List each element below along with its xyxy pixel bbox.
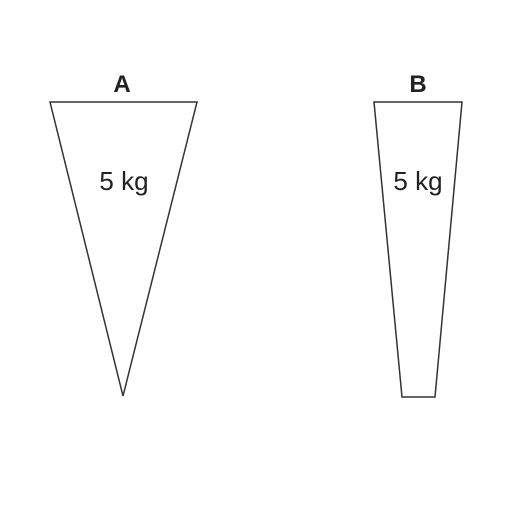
object-b-tapered-trapezoid — [373, 101, 463, 398]
object-b: B 5 kg — [373, 71, 463, 398]
object-a-label: A — [113, 71, 130, 98]
object-a-mass-label: 5 kg — [99, 166, 148, 196]
object-a-inverted-triangle — [49, 101, 198, 397]
object-b-label: B — [409, 71, 426, 98]
object-b-mass-label: 5 kg — [393, 166, 442, 196]
object-a: A 5 kg — [49, 71, 198, 397]
